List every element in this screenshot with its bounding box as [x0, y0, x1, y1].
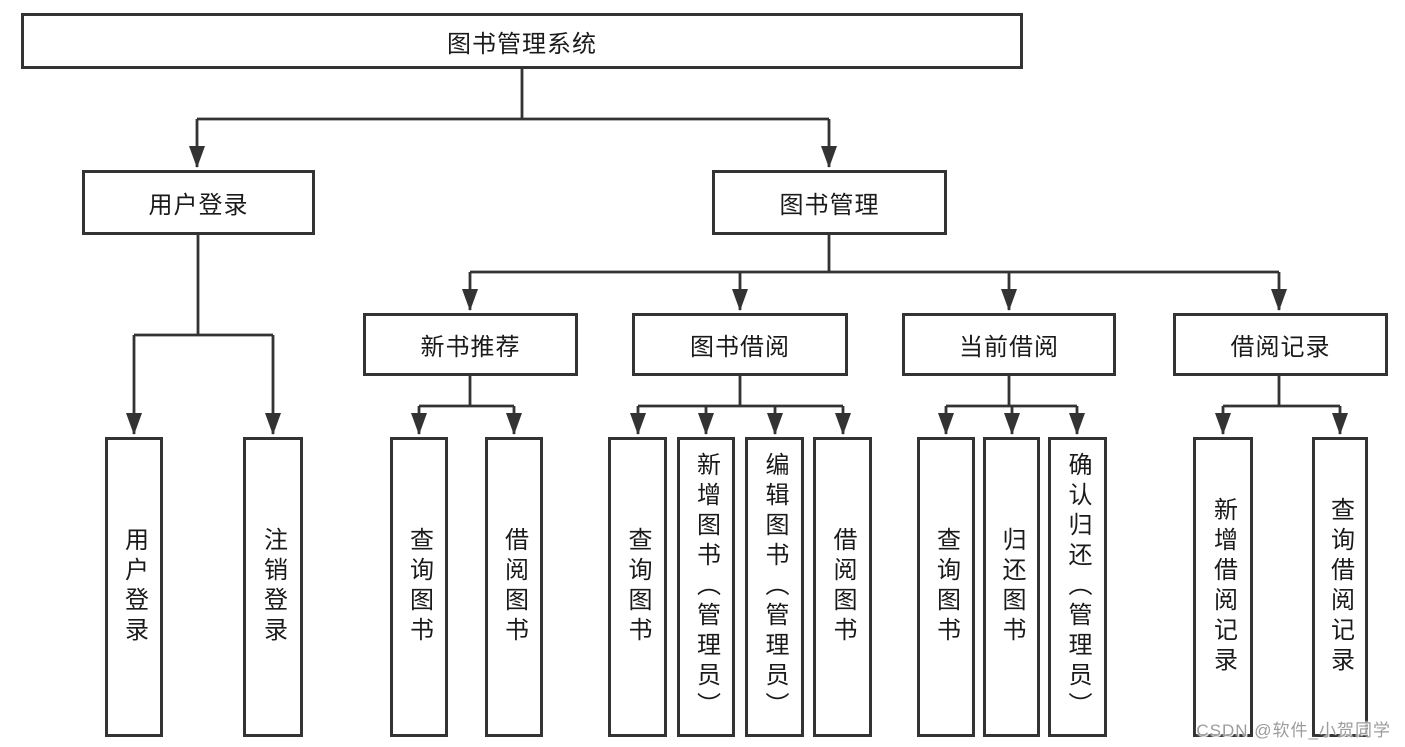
leaf-query-books-recommend: 查询图书	[390, 437, 448, 737]
leaf-confirm-return-admin: 确认归还（管理员）	[1048, 437, 1107, 737]
node-book-management: 图书管理	[712, 170, 947, 235]
leaf-borrow-books-recommend: 借阅图书	[485, 437, 543, 737]
leaf-user-login: 用户登录	[105, 437, 163, 737]
leaf-add-borrow-record: 新增借阅记录	[1193, 437, 1253, 737]
leaf-edit-books-admin: 编辑图书（管理员）	[745, 437, 804, 737]
leaf-query-books-borrow: 查询图书	[608, 437, 667, 737]
leaf-query-borrow-record: 查询借阅记录	[1312, 437, 1368, 737]
node-library-management-system: 图书管理系统	[21, 13, 1023, 69]
node-current-borrowing: 当前借阅	[902, 313, 1116, 376]
leaf-add-books-admin: 新增图书（管理员）	[677, 437, 735, 737]
csdn-watermark: CSDN @软件_小贺同学	[1196, 721, 1391, 740]
node-user-login: 用户登录	[82, 170, 315, 235]
node-borrowing-records: 借阅记录	[1173, 313, 1388, 376]
leaf-borrow-books: 借阅图书	[813, 437, 872, 737]
leaf-return-books: 归还图书	[983, 437, 1040, 737]
node-book-borrowing: 图书借阅	[632, 313, 848, 376]
leaf-logout: 注销登录	[243, 437, 303, 737]
leaf-query-books-current: 查询图书	[917, 437, 975, 737]
node-new-book-recommendation: 新书推荐	[363, 313, 578, 376]
